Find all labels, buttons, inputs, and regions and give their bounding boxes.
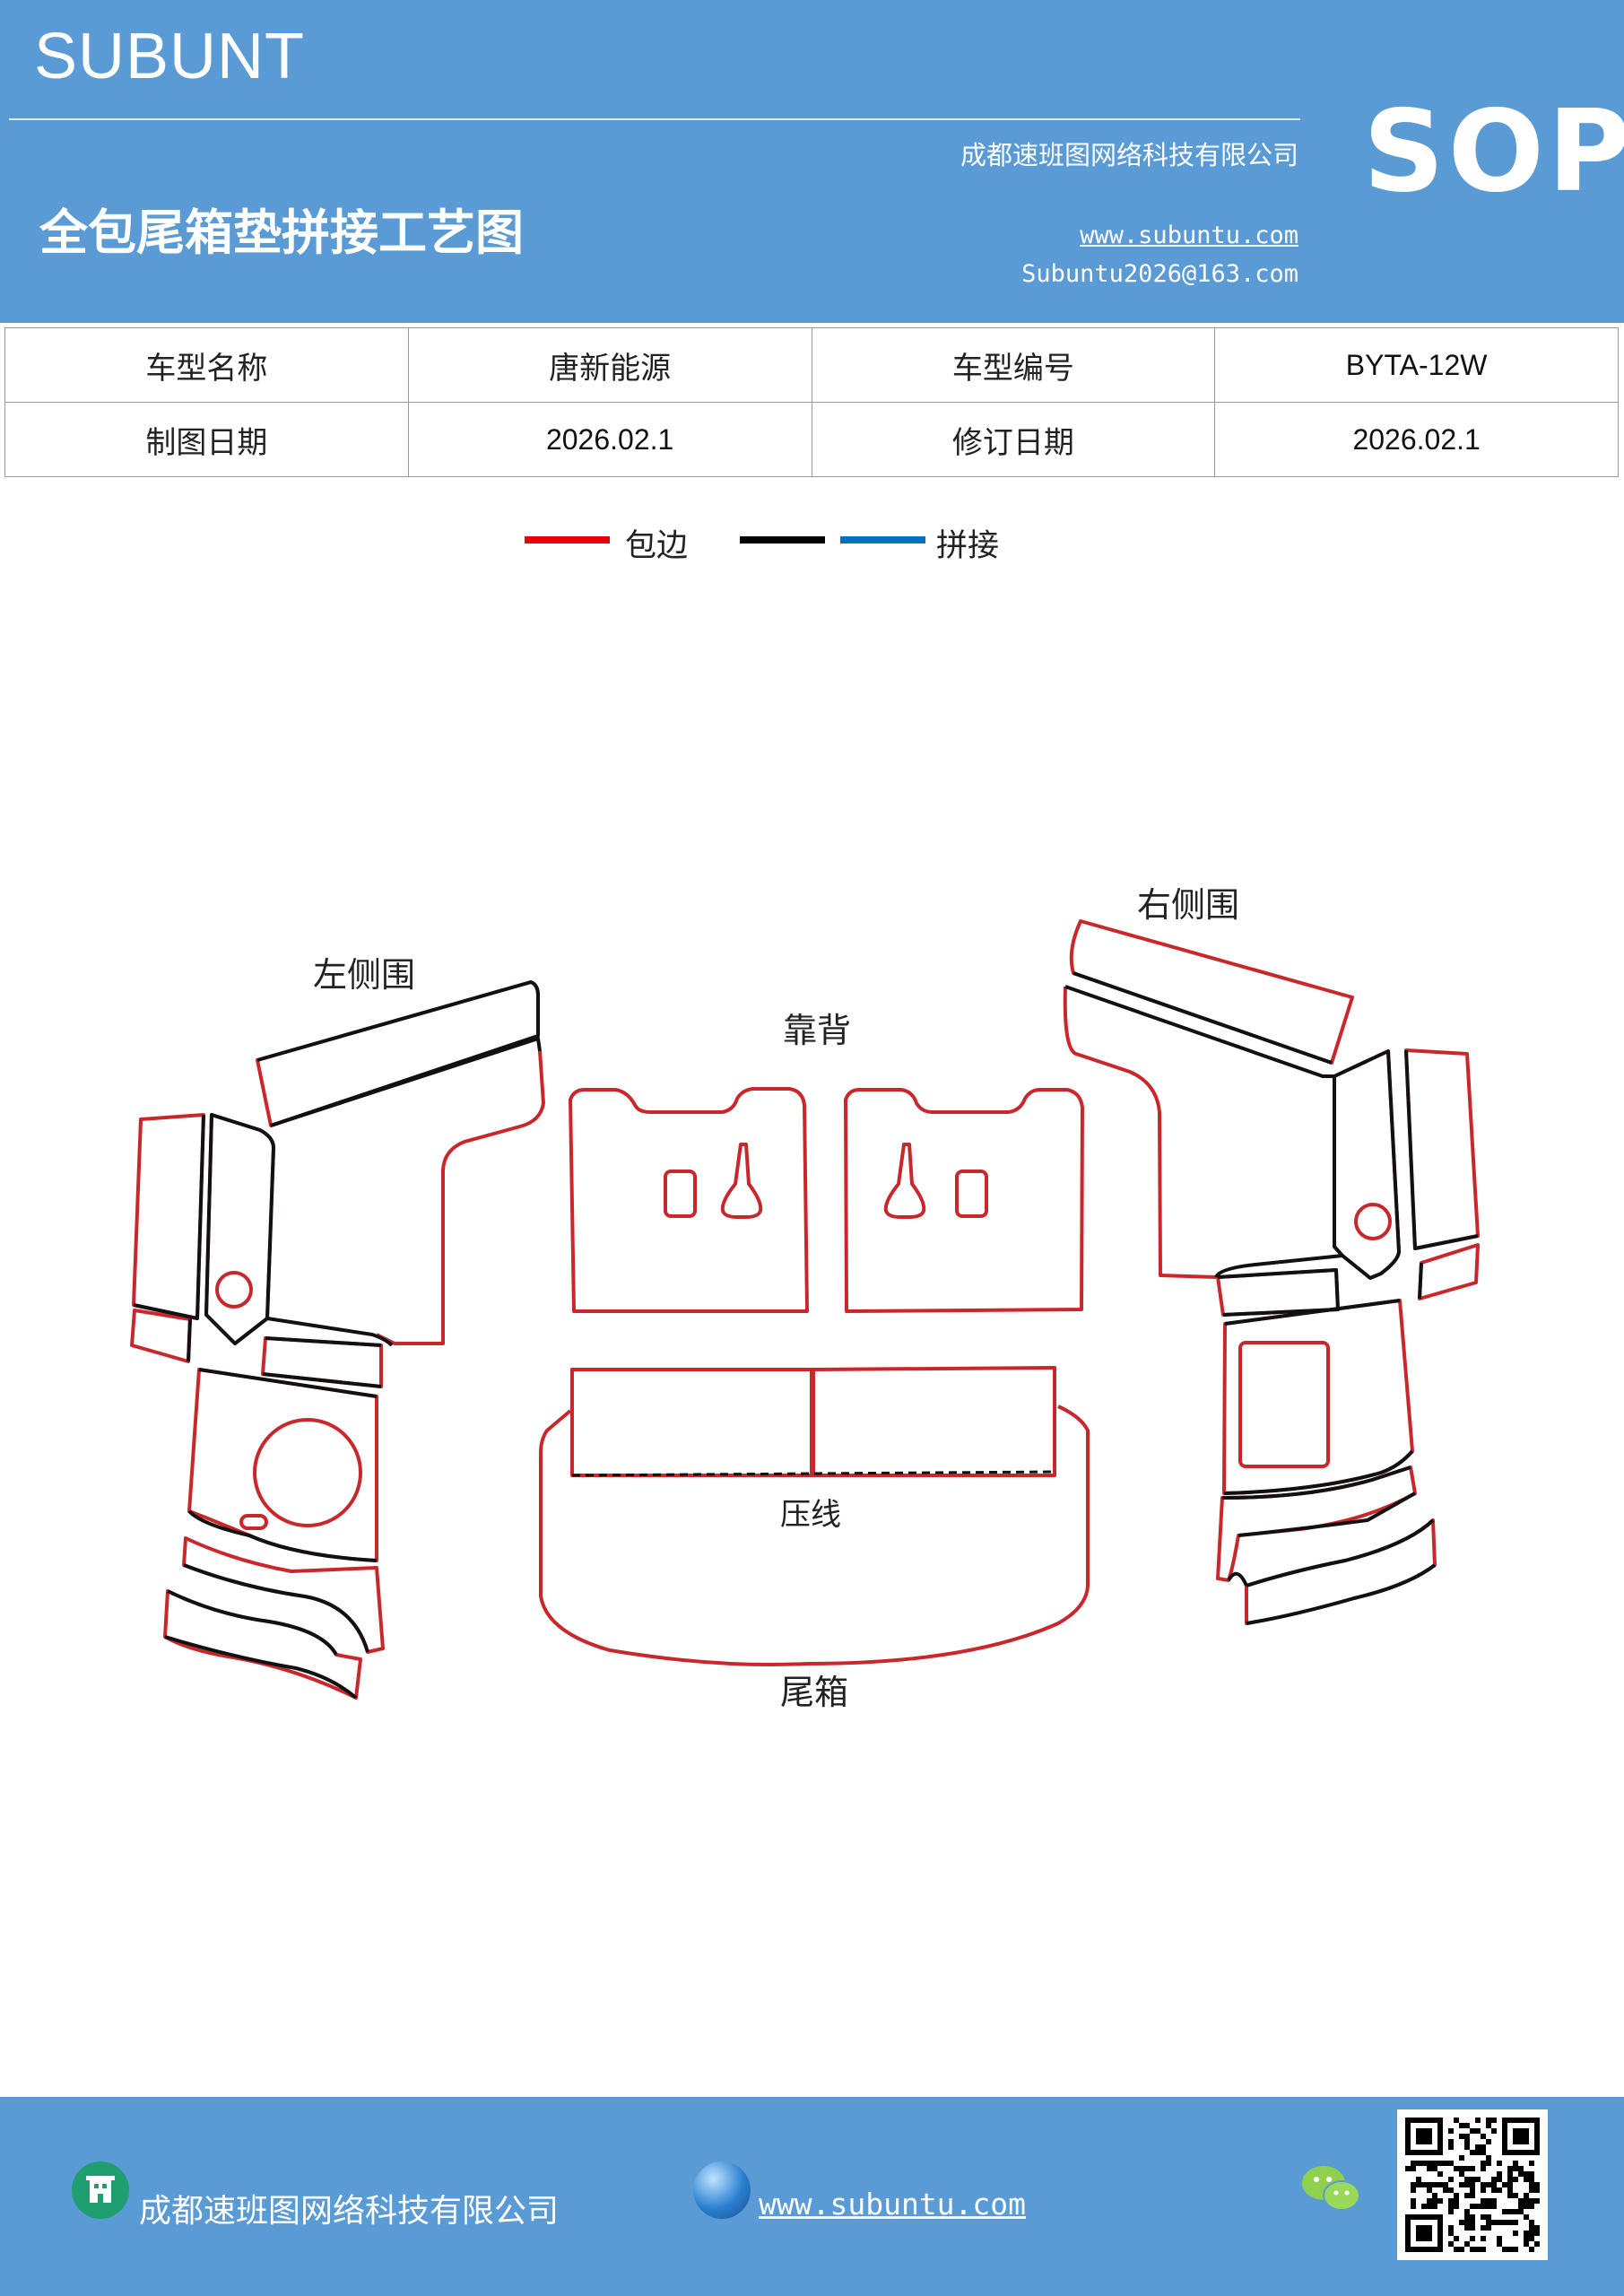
table-cell: 车型编号 xyxy=(811,327,1216,403)
left-seam-d xyxy=(262,1336,382,1388)
right-seam-g xyxy=(1221,1465,1411,1500)
globe-icon xyxy=(693,2161,751,2219)
legend-label-edge: 包边 xyxy=(625,528,689,564)
right-side-upper-strip xyxy=(1069,919,1354,1065)
backrest-left-keyhole xyxy=(720,1143,763,1219)
left-seam-c xyxy=(266,1317,394,1347)
label-backrest: 靠背 xyxy=(783,1011,851,1050)
header-banner: SUBUNT 成都速班图网络科技有限公司 全包尾箱垫拼接工艺图 www.subu… xyxy=(0,0,1624,323)
left-seam-i xyxy=(164,1635,358,1700)
backrest-right-slot xyxy=(955,1170,988,1218)
right-seam-k xyxy=(1246,1563,1437,1625)
page-title: 全包尾箱垫拼接工艺图 xyxy=(39,204,524,261)
trunk-flap-left xyxy=(570,1368,813,1477)
left-seam-e xyxy=(198,1368,378,1398)
right-seam-d xyxy=(1217,1268,1340,1317)
table-cell: 制图日期 xyxy=(4,402,409,477)
table-cell: 修订日期 xyxy=(811,402,1216,477)
left-side-hole xyxy=(215,1271,253,1309)
footer-banner: 成都速班图网络科技有限公司 www.subuntu.com xyxy=(0,2097,1624,2296)
right-seam-b xyxy=(1418,1262,1423,1300)
right-seam-f xyxy=(1223,1449,1414,1495)
backrest-right xyxy=(844,1088,1084,1313)
table-cell: 2026.02.1 xyxy=(407,402,812,477)
legend-label-seam: 拼接 xyxy=(936,528,1000,564)
sop-badge: SOP xyxy=(1363,85,1624,217)
right-side-lower-b xyxy=(1245,1518,1437,1625)
right-seam-a xyxy=(1404,1049,1479,1250)
wechat-icon[interactable] xyxy=(1300,2161,1363,2215)
table-cell: 2026.02.1 xyxy=(1214,402,1619,477)
left-seam-upper xyxy=(256,980,540,1127)
label-trunk: 尾箱 xyxy=(780,1673,848,1712)
trunk-mat xyxy=(539,1405,1090,1666)
left-side-wheel-panel xyxy=(187,1368,378,1562)
header-email: Subuntu2026@163.com xyxy=(1021,260,1298,288)
table-row: 车型名称 唐新能源 车型编号 BYTA-12W xyxy=(4,327,1619,403)
label-right-side: 右侧围 xyxy=(1137,885,1239,925)
legend-swatch-seam xyxy=(840,536,925,544)
left-seam-f xyxy=(187,1509,378,1562)
brand-name: SUBUNT xyxy=(34,21,306,92)
left-seam-lower xyxy=(270,1037,542,1127)
table-row: 制图日期 2026.02.1 修订日期 2026.02.1 xyxy=(4,402,1619,477)
right-seam-mid xyxy=(1064,985,1334,1078)
backrest-left-slot xyxy=(664,1170,697,1218)
right-side-hole xyxy=(1354,1203,1392,1240)
left-side-pillar xyxy=(204,1113,275,1345)
right-side-window xyxy=(1238,1341,1330,1468)
backrest-left xyxy=(569,1087,809,1313)
right-seam-pillar xyxy=(1333,1049,1401,1280)
right-seam-j xyxy=(1246,1518,1435,1587)
left-side-rear-panel xyxy=(376,1050,545,1345)
left-side-speaker-ring xyxy=(253,1418,362,1527)
header-divider xyxy=(9,118,1300,120)
right-seam-e xyxy=(1224,1299,1401,1326)
left-side-slot xyxy=(239,1514,268,1530)
left-seam-a xyxy=(133,1114,205,1320)
legend: 包边 拼接 xyxy=(0,520,1624,574)
left-side-strip-b xyxy=(130,1309,192,1363)
building-icon xyxy=(72,2161,129,2219)
right-seam-upper xyxy=(1073,971,1333,1065)
footer-company: 成都速班图网络科技有限公司 xyxy=(139,2193,560,2230)
header-company: 成都速班图网络科技有限公司 xyxy=(960,140,1298,170)
table-cell: BYTA-12W xyxy=(1214,327,1619,403)
trunk-flap-right xyxy=(812,1366,1056,1477)
legend-swatch-edge xyxy=(525,536,610,544)
left-side-lower-a xyxy=(182,1536,385,1654)
label-crease: 压线 xyxy=(780,1497,841,1533)
left-seam-g xyxy=(183,1563,369,1653)
backrest-right-keyhole xyxy=(883,1143,926,1219)
footer-website-link[interactable]: www.subuntu.com xyxy=(759,2187,1027,2222)
right-seam-i xyxy=(1227,1571,1248,1587)
header-website-link[interactable]: www.subuntu.com xyxy=(1080,222,1298,249)
right-side-wheel-panel xyxy=(1222,1299,1414,1495)
legend-swatch-black xyxy=(740,536,825,544)
right-side-strip-b xyxy=(1418,1243,1480,1300)
table-cell: 车型名称 xyxy=(4,327,409,403)
qr-code[interactable] xyxy=(1397,2109,1548,2260)
right-side-strip-a xyxy=(1404,1048,1480,1250)
left-seam-pillar xyxy=(204,1113,275,1345)
table-cell: 唐新能源 xyxy=(407,327,812,403)
left-seam-b xyxy=(187,1318,192,1362)
right-side-rear-panel xyxy=(1063,986,1217,1279)
info-table: 车型名称 唐新能源 车型编号 BYTA-12W 制图日期 2026.02.1 修… xyxy=(4,327,1619,477)
left-side-strip-a xyxy=(132,1113,205,1320)
left-seam-h xyxy=(167,1589,338,1657)
label-left-side: 左侧围 xyxy=(313,955,415,995)
mat-layout-drawing: 左侧围 右侧围 靠背 压线 尾箱 xyxy=(130,885,1480,1712)
right-seam-h xyxy=(1238,1492,1416,1537)
right-seam-c xyxy=(1214,1254,1343,1279)
